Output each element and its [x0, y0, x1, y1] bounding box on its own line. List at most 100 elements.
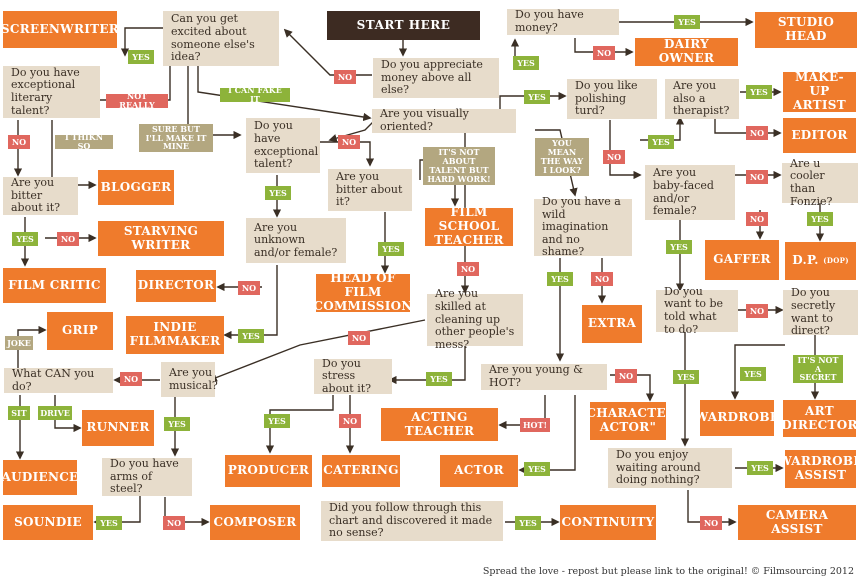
- arrow-excited-yes-screenwriter: [120, 27, 165, 57]
- question-baby-faced: Are you baby-faced and/or female?: [645, 165, 735, 220]
- outcome-director: DIRECTOR: [136, 270, 216, 302]
- label-yes: YES: [648, 135, 674, 149]
- label-no: NO: [120, 372, 142, 386]
- outcome-wardrobe: WARDROBE: [695, 400, 779, 436]
- question-bitter-1: Are you bitter about it?: [3, 176, 78, 215]
- label-yes: YES: [666, 240, 692, 254]
- outcome-extra: EXTRA: [582, 305, 642, 343]
- label-yes: YES: [12, 232, 38, 246]
- arrow-cleaning-no-musical: [208, 319, 426, 382]
- question-exceptional-talent: Do you have exceptional talent?: [246, 118, 320, 173]
- label-no: NO: [603, 150, 625, 164]
- outcome-actor: ACTOR: [440, 455, 518, 487]
- label-no: NO: [8, 135, 30, 149]
- label-no: NO: [238, 281, 260, 295]
- outcome-editor: EDITOR: [783, 118, 856, 153]
- label-yes: YES: [746, 85, 772, 99]
- question-therapist: Are you also a therapist?: [665, 79, 739, 119]
- outcome-makeup-artist: MAKE-UP ARTIST: [783, 70, 856, 112]
- label-yes: YES: [378, 242, 404, 256]
- label-yes: YES: [164, 417, 190, 431]
- label-yes: YES: [513, 56, 539, 70]
- outcome-dp: D.P. (DOP): [785, 242, 856, 280]
- arrow-secret-no-wardrobe: [730, 344, 785, 400]
- label-no: NO: [457, 262, 479, 276]
- arrow-stress-yes-producer: [265, 395, 334, 454]
- outcome-starving-writer: STARVING WRITER: [98, 221, 224, 256]
- label-no: NO: [700, 516, 722, 530]
- arrow-young-yes-actor: [518, 395, 576, 475]
- arrow-excited-fake-visual: [197, 66, 372, 122]
- outcome-screenwriter: SCREENWRITER: [1, 11, 119, 48]
- arrow-talent-no-bitter2: [320, 141, 375, 167]
- label-yes: YES: [524, 90, 550, 104]
- question-literary-talent: Do you have exceptional literary talent?: [3, 66, 100, 118]
- outcome-character-actor: "CHARACTER ACTOR": [580, 402, 676, 440]
- question-cleaning-up: Are you skilled at cleaning up other peo…: [427, 288, 523, 351]
- label-no: NO: [746, 212, 768, 226]
- outcome-runner: RUNNER: [82, 410, 154, 446]
- label-no: NO: [591, 272, 613, 286]
- dp-dop-note: (DOP): [823, 255, 849, 265]
- question-excited-idea: Can you get excited about someone else's…: [163, 11, 279, 66]
- outcome-film-critic: FILM CRITIC: [3, 268, 106, 303]
- outcome-composer: COMPOSER: [210, 505, 300, 540]
- label-yes: YES: [265, 186, 291, 200]
- arrow-money-no-excited: [283, 28, 372, 76]
- label-yes: YES: [807, 212, 833, 226]
- label-no: NO: [334, 70, 356, 84]
- label-sit: SIT: [8, 406, 30, 420]
- arrow-unknown-yes-indie: [223, 265, 278, 340]
- label-yes: YES: [547, 272, 573, 286]
- outcome-film-school-teacher: FILM SCHOOL TEACHER: [425, 205, 513, 247]
- arrow-cleaning-yes-stress: [388, 345, 466, 385]
- question-visually-oriented: Are you visually oriented?: [372, 107, 516, 133]
- question-follow-through: Did you follow through this chart and di…: [321, 501, 503, 541]
- arrow-polishing-no-babyface: [609, 120, 642, 180]
- label-not-about-talent: IT'S NOT ABOUT TALENT BUT HARD WORK!: [423, 147, 495, 185]
- question-unknown-female: Are you unknown and/or female?: [246, 218, 346, 263]
- label-yes: YES: [515, 516, 541, 530]
- question-stress: Do you stress about it?: [314, 357, 392, 395]
- label-no: NO: [338, 135, 360, 149]
- label-joke: JOKE: [5, 336, 33, 350]
- outcome-soundie: SOUNDIE: [3, 505, 93, 540]
- label-yes: YES: [128, 50, 154, 64]
- outcome-catering: CATERING: [322, 455, 400, 487]
- outcome-gaffer: GAFFER: [705, 240, 779, 280]
- outcome-head-film-commission: HEAD OF FILM COMMISSION: [313, 271, 413, 313]
- label-no: NO: [615, 369, 637, 383]
- question-enjoy-waiting: Do you enjoy waiting around doing nothin…: [608, 448, 732, 488]
- outcome-acting-teacher: ACTING TEACHER: [381, 408, 498, 441]
- outcome-producer: PRODUCER: [225, 455, 312, 487]
- outcome-studio-head: STUDIO HEAD: [755, 12, 857, 48]
- footer-credit: Spread the love - repost but please link…: [482, 566, 854, 577]
- arrow-literary-think-blogger: [51, 120, 97, 190]
- outcome-dairy-owner: DAIRY OWNER: [635, 37, 738, 66]
- question-young-hot: Are you young & HOT?: [481, 363, 607, 390]
- label-not-really: NOT REALLY: [106, 92, 168, 109]
- label-yes: YES: [674, 15, 700, 29]
- label-no: NO: [57, 232, 79, 246]
- question-polishing: Do you like polishing turd?: [567, 79, 657, 119]
- label-yes: YES: [524, 462, 550, 476]
- question-secretly-direct: Do you secretly want to direct?: [783, 286, 858, 337]
- question-what-can-do: What CAN you do?: [4, 367, 113, 393]
- question-money-appreciation: Do you appreciate money above all else?: [373, 58, 499, 98]
- label-yes: YES: [740, 367, 766, 381]
- outcome-audience: AUDIENCE: [2, 460, 78, 495]
- label-yes: YES: [426, 372, 452, 386]
- label-you-mean: YOU MEAN THE WAY I LOOK?: [535, 138, 589, 176]
- label-yes: YES: [264, 414, 290, 428]
- label-not-a-secret: IT'S NOT A SECRET: [793, 355, 843, 383]
- outcome-grip: GRIP: [47, 312, 113, 350]
- question-cooler-fonzie: Are u cooler than Fonzie?: [782, 157, 858, 207]
- label-no: NO: [746, 304, 768, 318]
- label-no: NO: [746, 170, 768, 184]
- question-have-money: Do you have money?: [507, 8, 619, 35]
- question-wild-imagination: Do you have a wild imagination and no sh…: [534, 195, 632, 258]
- label-drive: DRIVE: [38, 406, 72, 420]
- start-node: START HERE: [327, 11, 480, 40]
- outcome-continuity: CONTINUITY: [560, 505, 656, 540]
- label-no: NO: [593, 46, 615, 60]
